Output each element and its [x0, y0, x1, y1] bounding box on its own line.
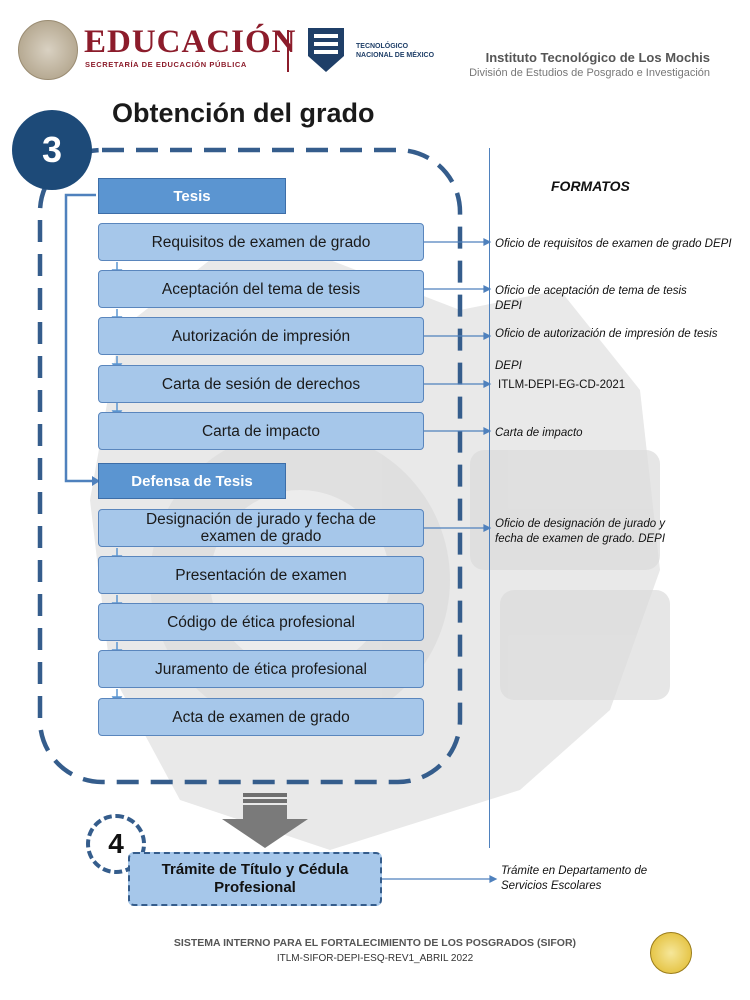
institute-seal-logo	[650, 932, 692, 974]
footer-program: SISTEMA INTERNO PARA EL FORTALECIMIENTO …	[173, 937, 577, 949]
tecnm-wordmark: TECNOLÓGICO NACIONAL DE MÉXICO	[356, 42, 434, 60]
step-acta: Acta de examen de grado	[98, 698, 424, 736]
step4-tramite-titulo: Trámite de Título y Cédula Profesional	[128, 852, 382, 906]
step-carta-derechos: Carta de sesión de derechos	[98, 365, 424, 403]
step-carta-impacto: Carta de impacto	[98, 412, 424, 450]
format-designacion: Oficio de designación de jurado y fecha …	[495, 518, 666, 545]
government-seal-logo	[18, 20, 78, 80]
step-presentacion: Presentación de examen	[98, 556, 424, 594]
step3-number-badge: 3	[12, 110, 92, 190]
step-requisitos: Requisitos de examen de grado	[98, 223, 424, 261]
agency-name: EDUCACIÓN	[84, 24, 297, 60]
section-heading-defensa: Defensa de Tesis	[98, 463, 286, 499]
header-divider	[287, 30, 289, 72]
section-heading-tesis: Tesis	[98, 178, 286, 214]
down-arrow-icon	[222, 793, 308, 848]
agency-subtitle: SECRETARÍA DE EDUCACIÓN PÚBLICA	[85, 60, 247, 69]
format-carta-impacto: Carta de impacto	[495, 427, 583, 439]
format-autorizacion: Oficio de autorización de impresión de t…	[495, 328, 718, 340]
tecnm-line1: TECNOLÓGICO	[356, 43, 409, 50]
page-title: Obtención del grado	[112, 98, 375, 128]
institute-name: Instituto Tecnológico de Los Mochis	[485, 50, 710, 65]
step-juramento: Juramento de ética profesional	[98, 650, 424, 688]
format-requisitos: Oficio de requisitos de examen de grado …	[495, 238, 732, 250]
format-carta-derechos: ITLM-DEPI-EG-CD-2021	[498, 379, 626, 391]
tecnm-line2: NACIONAL DE MÉXICO	[356, 52, 435, 59]
tecnm-logo-icon	[308, 28, 344, 72]
format-aceptacion: Oficio de aceptación de tema de tesis DE…	[495, 285, 687, 312]
format-autorizacion-depi: DEPI	[495, 360, 522, 372]
step-aceptacion: Aceptación del tema de tesis	[98, 270, 424, 308]
step4-number-badge: 4	[86, 814, 146, 874]
step-designacion: Designación de jurado y fecha de examen …	[98, 509, 424, 547]
format-tramite: Trámite en Departamento de Servicios Esc…	[501, 865, 648, 892]
division-name: División de Estudios de Posgrado e Inves…	[469, 67, 710, 79]
step-codigo-etica: Código de ética profesional	[98, 603, 424, 641]
footer-code: ITLM-SIFOR-DEPI-ESQ-REV1_ABRIL 2022	[276, 953, 474, 964]
formats-heading: FORMATOS	[551, 178, 630, 194]
step-autorizacion: Autorización de impresión	[98, 317, 424, 355]
formats-divider-line	[489, 148, 490, 848]
